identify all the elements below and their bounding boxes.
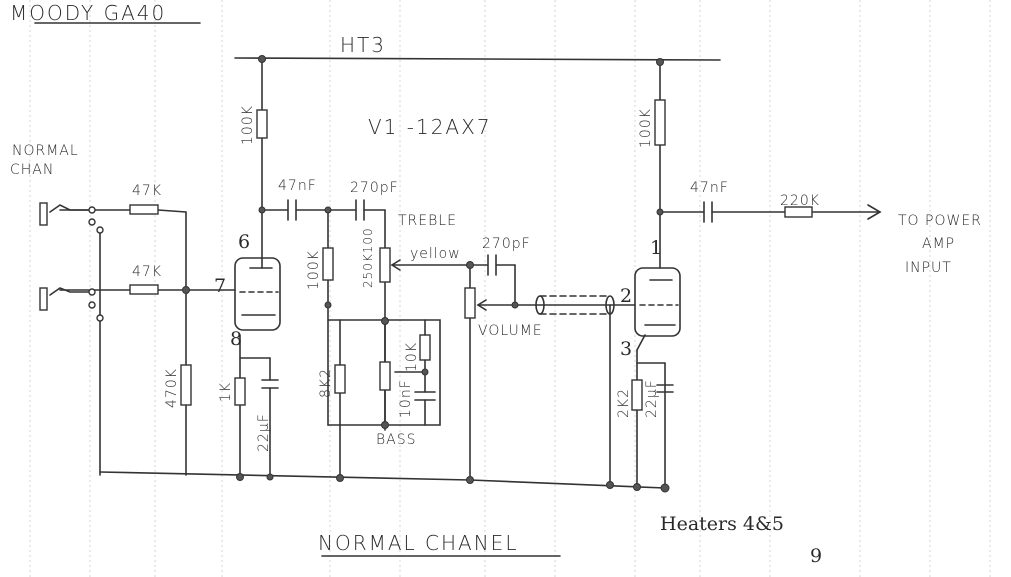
label-r-in2: 47K bbox=[132, 264, 162, 280]
label-r-cathode-right: 2K2 bbox=[616, 388, 632, 418]
pin-labels: 6 7 8 1 2 3 bbox=[214, 231, 662, 360]
paper-grid bbox=[29, 0, 991, 577]
label-r-cathode-left: 1K bbox=[218, 382, 234, 402]
rail-label: HT3 bbox=[340, 33, 386, 57]
treble-label: TREBLE bbox=[398, 213, 457, 229]
tube-right bbox=[634, 267, 681, 337]
pin-left-grid: 7 bbox=[214, 275, 226, 297]
volume-pot bbox=[464, 287, 476, 319]
label-c-bass: 10nF bbox=[398, 379, 414, 418]
pin-right-grid: 2 bbox=[620, 285, 632, 307]
capacitors bbox=[261, 199, 713, 393]
label-c-cathode-left: 22µF bbox=[256, 413, 272, 452]
input-jack-2 bbox=[39, 287, 104, 322]
footer-label: NORMAL CHANEL bbox=[318, 531, 518, 555]
output-label-line3: INPUT bbox=[905, 260, 952, 276]
resistor-input-1 bbox=[129, 204, 159, 215]
input-jack-1 bbox=[39, 202, 104, 234]
label-c-treble: 270pF bbox=[350, 180, 399, 196]
resistor-grid bbox=[180, 364, 192, 406]
label-r-output: 220K bbox=[780, 193, 820, 209]
pin-left-plate: 6 bbox=[238, 231, 250, 253]
bass-label: BASS bbox=[376, 432, 417, 448]
resistor-cathode-left bbox=[234, 377, 246, 406]
label-r-plate-left: 100K bbox=[240, 105, 256, 145]
shielded-cable bbox=[535, 295, 615, 315]
label-r-plate-right: 100K bbox=[638, 108, 654, 148]
resistor-bass-10k bbox=[419, 334, 431, 361]
resistor-bass bbox=[334, 364, 346, 394]
heaters-pin: 9 bbox=[810, 545, 822, 567]
component-labels: 100K 47nF 270pF TREBLE 250K100 yellow 27… bbox=[132, 105, 820, 452]
resistor-plate-right bbox=[654, 99, 666, 146]
junction-nodes bbox=[182, 55, 670, 493]
resistor-plate-left bbox=[256, 109, 268, 139]
label-r-grid: 470K bbox=[164, 368, 180, 408]
pin-right-plate: 1 bbox=[650, 237, 662, 259]
title: MOODY GA40 bbox=[10, 1, 166, 25]
output-label-line2: AMP bbox=[922, 236, 955, 252]
resistor-cathode-right bbox=[631, 379, 643, 411]
label-r-bass: 8K2 bbox=[318, 368, 334, 398]
label-c-coupling-left: 47nF bbox=[278, 178, 317, 194]
heaters-label: Heaters 4&5 bbox=[660, 513, 784, 535]
resistor-input-2 bbox=[129, 284, 159, 295]
tube-label: V1 -12AX7 bbox=[368, 115, 492, 139]
pin-right-cathode: 3 bbox=[620, 338, 632, 360]
treble-pot bbox=[379, 247, 391, 283]
label-c-cathode-right: 22µF bbox=[644, 379, 660, 418]
pin-left-cathode: 8 bbox=[230, 328, 242, 350]
label-wire-color: yellow bbox=[410, 246, 461, 262]
bass-pot bbox=[379, 361, 391, 391]
label-c-volume: 270pF bbox=[482, 236, 531, 252]
label-r-bass-10k: 10K bbox=[404, 342, 420, 372]
section-label-line2: CHAN bbox=[10, 162, 54, 178]
tube-left bbox=[234, 257, 281, 331]
label-r-in1: 47K bbox=[132, 183, 162, 199]
label-c-coupling-right: 47nF bbox=[690, 180, 729, 196]
volume-label: VOLUME bbox=[478, 323, 543, 339]
label-r-mid: 100K bbox=[306, 250, 322, 290]
resistor-mid bbox=[322, 247, 334, 281]
output-label-line1: TO POWER bbox=[898, 213, 982, 229]
label-treble-pot: 250K100 bbox=[361, 227, 375, 288]
resistor-output bbox=[784, 206, 813, 218]
section-label-line1: NORMAL bbox=[12, 143, 79, 159]
